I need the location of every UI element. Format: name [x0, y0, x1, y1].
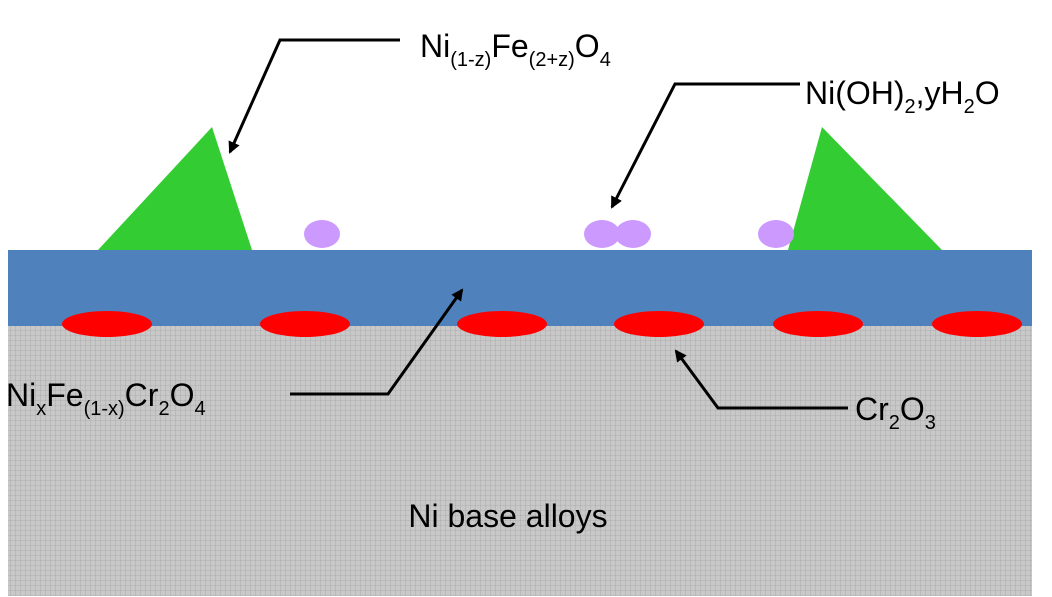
label-spinel-outer: Ni(1-z)Fe(2+z)O4 — [420, 28, 611, 71]
spinel-crystal-right — [788, 127, 942, 250]
hydroxide-particle — [615, 220, 651, 248]
hydroxide-particle — [758, 220, 794, 248]
chromia-island — [62, 311, 152, 337]
substrate-alloy — [8, 326, 1032, 596]
label-spinel-inner: NixFe(1-x)Cr2O4 — [6, 377, 206, 420]
arrow-spinel-outer — [228, 38, 400, 154]
arrow-chromia — [674, 349, 848, 410]
chromia-island — [457, 311, 547, 337]
label-substrate: Ni base alloys — [408, 498, 607, 534]
chromia-islands — [62, 311, 1022, 337]
chromia-island — [773, 311, 863, 337]
chromia-island — [260, 311, 350, 337]
label-chromia: Cr2O3 — [855, 391, 936, 434]
hydroxide-particle — [304, 220, 340, 248]
hydroxide-particle — [584, 220, 620, 248]
spinel-crystal-left — [98, 127, 252, 250]
label-hydroxide: Ni(OH)2,yH2O — [805, 75, 1000, 118]
arrow-hydroxide — [610, 82, 800, 209]
chromia-island — [932, 311, 1022, 337]
hydroxide-particles — [304, 220, 794, 248]
arrow-spinel-inner — [290, 288, 464, 396]
chromia-island — [614, 311, 704, 337]
